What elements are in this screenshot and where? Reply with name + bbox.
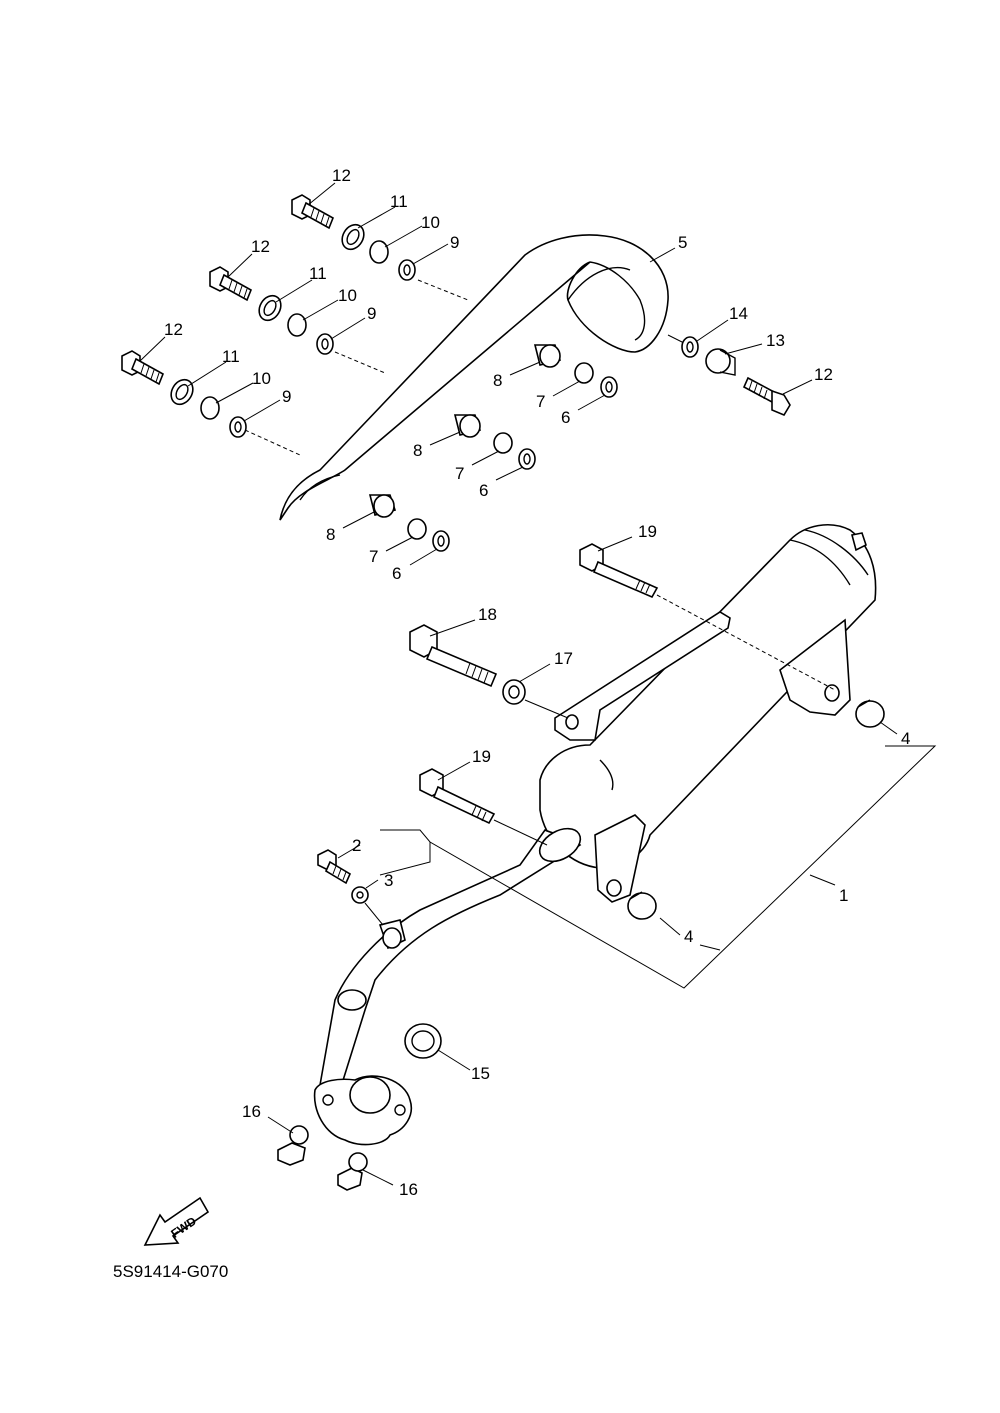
callout-7-a: 7 <box>536 392 545 411</box>
collar-7-set <box>407 362 594 540</box>
callout-3: 3 <box>384 871 393 890</box>
callout-12-c: 12 <box>164 320 183 339</box>
callout-8-b: 8 <box>413 441 422 460</box>
washer-17 <box>502 679 526 705</box>
callout-11-a: 11 <box>390 192 408 211</box>
bolt-12-middle <box>209 266 253 302</box>
callout-9-b: 9 <box>367 304 376 323</box>
callout-11-c: 11 <box>222 347 240 366</box>
leader-lines <box>139 182 898 1186</box>
callout-15: 15 <box>471 1064 490 1083</box>
callout-16-left: 16 <box>242 1102 261 1121</box>
callout-6-c: 6 <box>392 564 401 583</box>
callout-5: 5 <box>678 233 687 252</box>
callout-11-b: 11 <box>309 264 327 283</box>
mount-line-middle <box>334 351 386 374</box>
callout-13: 13 <box>766 331 785 350</box>
callout-7-c: 7 <box>369 547 378 566</box>
collar-10-set <box>200 240 389 420</box>
callout-10-b: 10 <box>338 286 357 305</box>
mount-line-lower <box>244 429 301 456</box>
callout-10-a: 10 <box>421 213 440 232</box>
callout-12-d: 12 <box>814 365 833 384</box>
callout-9-a: 9 <box>450 233 459 252</box>
callout-8-a: 8 <box>493 371 502 390</box>
washer-6-set <box>432 376 618 552</box>
washer-9-set <box>229 259 416 438</box>
callout-4-right: 4 <box>901 729 910 748</box>
bolt-12-bottom <box>121 350 165 386</box>
callout-7-b: 7 <box>455 464 464 483</box>
damper-4-lower <box>627 891 657 920</box>
callout-8-c: 8 <box>326 525 335 544</box>
collar-13 <box>705 348 736 376</box>
mount-line-bolt-19-upper <box>656 594 836 691</box>
callout-6-a: 6 <box>561 408 570 427</box>
mount-line-upper <box>417 279 469 301</box>
washer-3 <box>351 886 369 904</box>
diagram-code: 5S91414-G070 <box>113 1262 229 1281</box>
bolt-19-upper <box>579 543 659 599</box>
callout-18: 18 <box>478 605 497 624</box>
callout-19-lower: 19 <box>472 747 491 766</box>
bolt-19-lower <box>419 768 496 825</box>
callout-6-b: 6 <box>479 481 488 500</box>
nut-16-left <box>277 1125 309 1166</box>
heat-protector <box>279 234 669 521</box>
callout-12-a: 12 <box>332 166 351 185</box>
callout-4-lower: 4 <box>684 927 693 946</box>
callout-17: 17 <box>554 649 573 668</box>
callout-9-c: 9 <box>282 387 291 406</box>
mount-line-bolt-19-lower <box>493 819 548 846</box>
washer-11-set <box>170 223 365 406</box>
group-bracket-muffler <box>379 745 937 989</box>
callout-14: 14 <box>729 304 748 323</box>
washer-14 <box>681 336 699 358</box>
bolt-12-right <box>742 376 791 417</box>
exhaust-pipe <box>319 827 582 1091</box>
callout-16-right: 16 <box>399 1180 418 1199</box>
muffler-body <box>539 524 877 903</box>
gasket-15 <box>404 1023 442 1059</box>
damper-4-right <box>855 699 885 728</box>
exhaust-flange <box>313 1075 412 1146</box>
bolt-2 <box>317 849 352 885</box>
bolt-18 <box>409 624 498 688</box>
callout-1: 1 <box>839 886 848 905</box>
callout-19-upper: 19 <box>638 522 657 541</box>
nut-16-right <box>337 1152 368 1191</box>
callout-12-b: 12 <box>251 237 270 256</box>
mount-line-pipe <box>364 902 384 926</box>
mount-line-bolt-18 <box>524 699 569 719</box>
fwd-arrow-icon: FWD <box>143 1196 210 1246</box>
bolt-12-top <box>291 194 335 230</box>
callout-10-c: 10 <box>252 369 271 388</box>
damper-8-set <box>368 344 562 518</box>
callout-2: 2 <box>352 836 361 855</box>
